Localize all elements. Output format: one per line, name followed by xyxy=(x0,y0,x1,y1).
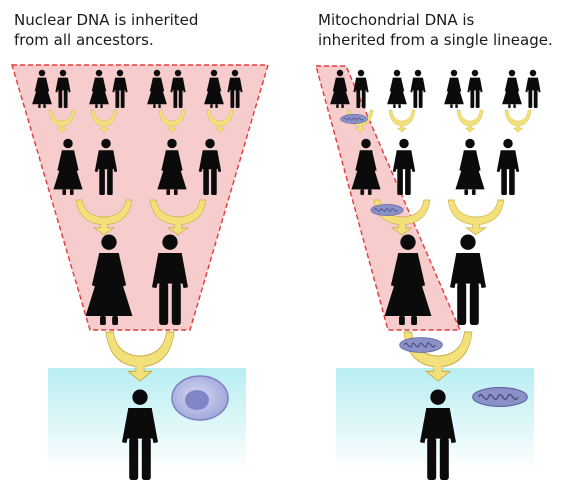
male-figure-icon xyxy=(410,69,426,108)
merge-arrow-icon xyxy=(505,110,531,132)
female-figure-icon xyxy=(387,69,407,108)
merge-arrow-icon xyxy=(457,110,483,132)
nuclear-highlight-region xyxy=(11,64,269,331)
male-figure-icon xyxy=(450,234,486,325)
mitochondrial-dna-caption: Mitochondrial DNA is inherited from a si… xyxy=(318,11,553,49)
mito-highlight-region xyxy=(315,65,462,331)
mitochondrion-icon xyxy=(471,386,529,408)
nuclear-dna-caption: Nuclear DNA is inherited from all ancest… xyxy=(14,11,199,49)
male-figure-icon xyxy=(496,138,520,195)
female-figure-icon xyxy=(444,69,464,108)
merge-arrow-icon xyxy=(448,200,504,235)
male-figure-icon xyxy=(525,69,541,108)
mitochondrion-icon xyxy=(370,203,404,217)
female-figure-icon xyxy=(455,138,485,195)
merge-arrow-icon xyxy=(389,110,415,132)
female-figure-icon xyxy=(502,69,522,108)
cell-icon xyxy=(171,375,229,421)
male-figure-icon xyxy=(467,69,483,108)
mitochondrion-icon xyxy=(340,113,368,125)
mitochondrion-icon xyxy=(399,337,443,353)
